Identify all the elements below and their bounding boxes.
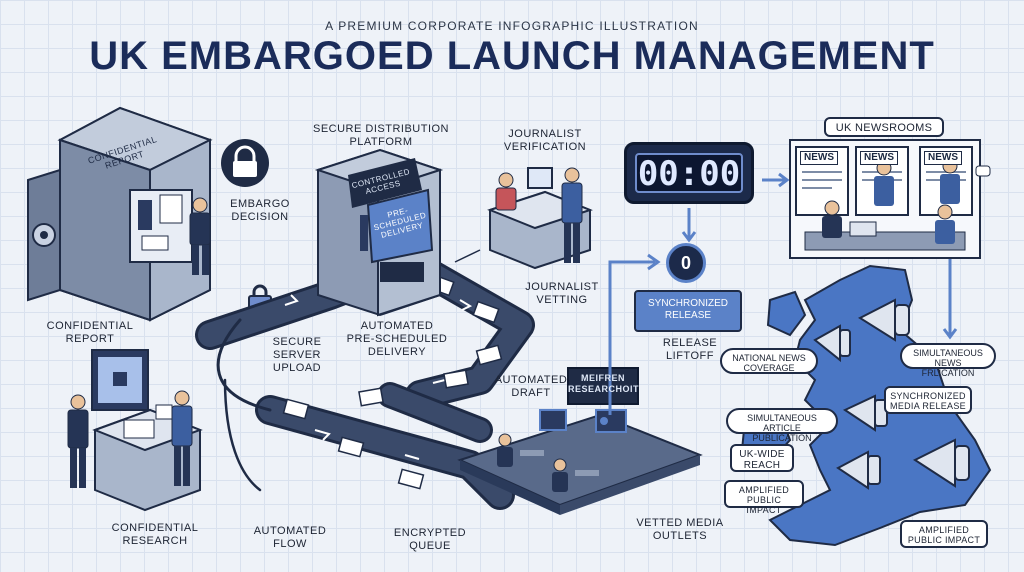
distribution-machine <box>314 148 444 317</box>
uk-newsrooms-label: UK NEWSROOMS <box>824 117 944 137</box>
automated-draft-label: AUTOMATED DRAFT <box>494 374 568 399</box>
media-office <box>457 367 703 515</box>
lock-badge-icon <box>221 139 269 187</box>
article-publication-chip: SIMULTANEOUS ARTICLE PUBLICATION <box>726 408 838 443</box>
national-news-chip: NATIONAL NEWS COVERAGE <box>720 348 818 374</box>
uk-wide-chip: UK-WIDE REACH <box>730 444 794 472</box>
header-subtitle: A PREMIUM CORPORATE INFOGRAPHIC ILLUSTRA… <box>325 19 699 33</box>
research-desk <box>67 349 203 512</box>
newspaper-tag-2: NEWS <box>860 151 898 165</box>
embargo-decision-label: EMBARGO DECISION <box>230 198 290 223</box>
newspaper-tag-3: NEWS <box>924 151 962 165</box>
confidential-research-label: CONFIDENTIAL RESEARCH <box>111 522 199 547</box>
megaphone-icons <box>813 298 970 490</box>
vetted-outlets-label: VETTED MEDIA OUTLETS <box>636 517 724 542</box>
media-sign-label: MEIFREN RESEARCHOIT <box>568 373 640 394</box>
connector-line <box>454 249 481 263</box>
verification-desk <box>487 167 593 270</box>
secure-upload-label: SECURE SERVER UPLOAD <box>272 336 322 374</box>
clock-display: 00:00 <box>635 153 743 193</box>
release-liftoff-label: RELEASE LIFTOFF <box>662 337 718 362</box>
automated-flow-label: AUTOMATED FLOW <box>253 525 327 550</box>
sync-media-chip: SYNCHRONIZED MEDIA RELEASE <box>884 386 972 414</box>
newspaper-tag-1: NEWS <box>800 151 838 165</box>
synchronized-release-box: SYNCHRONIZED RELEASE <box>634 290 742 332</box>
journalist-verification-label: JOURNALIST VERIFICATION <box>503 128 587 153</box>
amplified-impact-chip-2: AMPLIFIED PUBLIC IMPACT <box>900 520 988 548</box>
automated-delivery-label: AUTOMATED PRE-SCHEDULED DELIVERY <box>346 320 448 358</box>
person-vault <box>189 197 211 275</box>
encrypted-queue-label: ENCRYPTED QUEUE <box>393 527 467 552</box>
release-arrows <box>608 172 958 415</box>
confidential-report-label: CONFIDENTIAL REPORT <box>46 320 134 345</box>
secure-platform-label: SECURE DISTRIBUTION PLATFORM <box>312 123 449 148</box>
countdown-clock: 00:00 <box>624 142 754 204</box>
amplified-impact-chip-1: AMPLIFIED PUBLIC IMPACT <box>724 480 804 515</box>
release-counter: 0 <box>666 243 706 283</box>
page-title: UK EMBARGOED LAUNCH MANAGEMENT <box>89 34 935 78</box>
vault-safe <box>27 106 213 322</box>
simultaneous-news-chip: SIMULTANEOUS NEWS FRLICATION <box>900 343 996 378</box>
journalist-vetting-label: JOURNALIST VETTING <box>525 281 599 306</box>
